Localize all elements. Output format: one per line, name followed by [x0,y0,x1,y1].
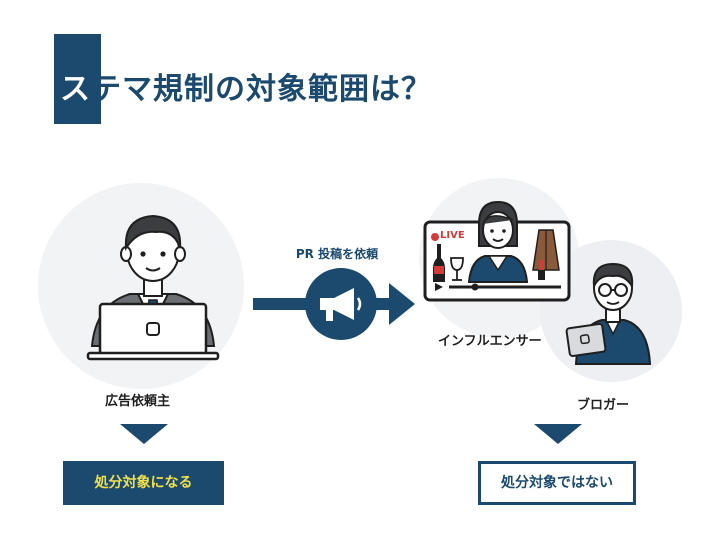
influencer-down-arrow [534,424,582,444]
page-title-first-char: ス [60,72,91,107]
advertiser-down-arrow [120,424,168,444]
influencer-illustration [423,198,573,304]
advertiser-label: 広告依頼主 [105,390,170,409]
advertiser-illustration [78,196,228,364]
subject-to-penalty-box: 処分対象になる [63,461,224,505]
megaphone-icon [314,284,366,326]
blogger-illustration [562,256,662,368]
page-title-rest: テマ規制の対象範囲は？ [91,72,432,107]
pr-request-label: PR 投稿を依頼 [262,245,412,262]
blogger-label: ブロガー [577,394,629,413]
not-subject-to-penalty-box: 処分対象ではない [478,461,636,505]
live-badge-text: LIVE [440,230,465,241]
page-title: ステマ規制の対象範囲は？ [60,64,432,108]
influencer-label: インフルエンサー [438,330,542,349]
